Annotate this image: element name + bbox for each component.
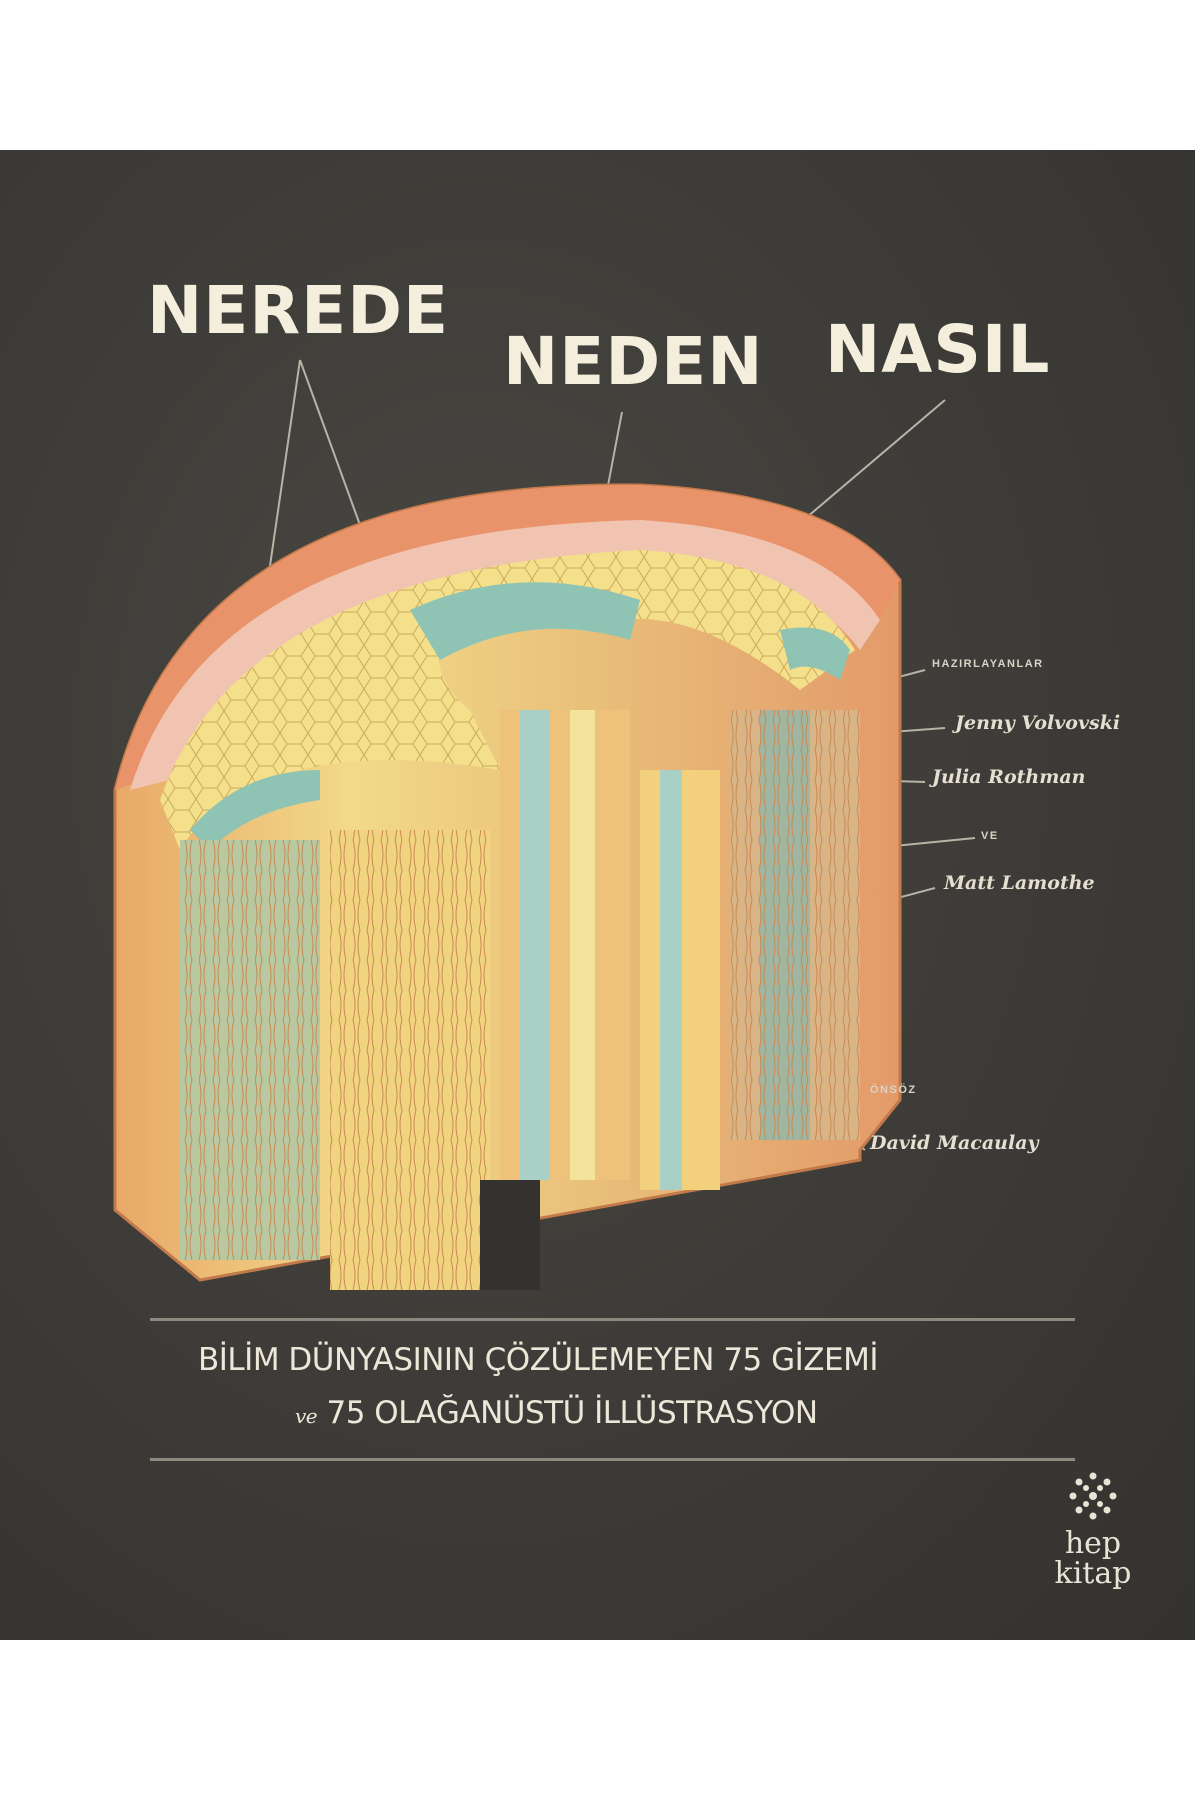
subtitle-ve: ve [295,1404,318,1428]
author-jenny-volvovski: Jenny Volvovski [955,712,1121,734]
publisher-logo: hep kitap [1048,1468,1138,1589]
title-neden: NEDEN [503,323,764,400]
plant-stem-cross-section-illustration [113,359,976,1290]
publisher-flower-icon [1069,1472,1117,1520]
and-label: VE [981,830,999,842]
subtitle-line-2-text: 75 OLAĞANÜSTÜ İLLÜSTRASYON [326,1395,819,1431]
title-nasil: NASIL [825,311,1051,388]
bottom-divider [150,1458,1075,1461]
prepared-by-label: HAZIRLAYANLAR [932,658,1044,670]
publisher-name-line-2: kitap [1054,1556,1132,1591]
book-cover: NEREDE NEDEN NASIL HAZIRLAYANLAR Jenny V… [0,150,1195,1640]
publisher-name-line-1: hep [1064,1526,1122,1561]
title-nerede: NEREDE [147,272,450,349]
top-divider [150,1318,1075,1321]
foreword-author-david-macaulay: David Macaulay [870,1132,1039,1154]
subtitle-line-2: ve 75 OLAĞANÜSTÜ İLLÜSTRASYON [295,1395,818,1431]
subtitle-line-1: BİLİM DÜNYASININ ÇÖZÜLEMEYEN 75 GİZEMİ [198,1342,879,1378]
foreword-label: ÖNSÖZ [870,1084,917,1096]
author-julia-rothman: Julia Rothman [932,766,1086,788]
author-matt-lamothe: Matt Lamothe [944,872,1095,894]
